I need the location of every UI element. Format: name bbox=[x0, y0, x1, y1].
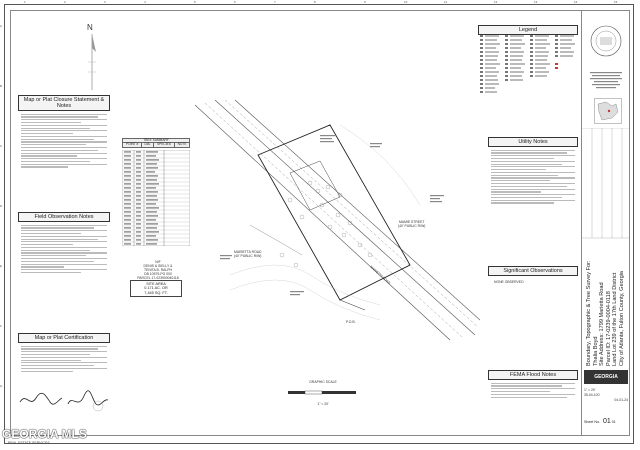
legend-symbols bbox=[478, 34, 578, 96]
owner-block: N/F DENIS & SIELLY & TENITA B. RALPH DB … bbox=[137, 260, 179, 280]
project-title: Boundary, Topographic & Tree Survey For: bbox=[586, 260, 592, 366]
title-block bbox=[582, 10, 630, 436]
significant-observations-title: Significant Observations bbox=[488, 266, 578, 276]
fema-notes-title: FEMA Flood Notes bbox=[488, 370, 578, 380]
certification-title: Map or Plat Certification bbox=[18, 333, 110, 343]
significant-observations-item: NONE OBSERVED bbox=[494, 280, 524, 284]
pob-label: P.O.B. bbox=[346, 320, 356, 324]
tree-col-dia: DIA. bbox=[141, 142, 154, 148]
legend-title: Legend bbox=[478, 25, 578, 35]
field-notes-title: Field Observation Notes bbox=[18, 212, 110, 222]
parcel-id: Parcel ID: 17-0239-0004-0118 bbox=[605, 291, 612, 366]
tree-table-rows bbox=[121, 149, 191, 247]
title-block-meta: 1" = 20' 35-04-100 04-01-24 bbox=[584, 388, 628, 403]
drawing-sheet bbox=[4, 4, 634, 444]
utility-notes-title: Utility Notes bbox=[488, 137, 578, 147]
north-arrow-icon: N bbox=[82, 22, 102, 92]
title-block-job: 35-04-100 bbox=[584, 393, 600, 397]
sheet-label: Sheet No. bbox=[584, 420, 600, 424]
title-block-scale: 1" = 20' bbox=[584, 388, 596, 392]
sheet-of: 01 bbox=[611, 420, 616, 424]
utility-notes-panel: Utility Notes bbox=[488, 137, 578, 206]
field-notes-panel: Field Observation Notes bbox=[18, 212, 110, 276]
county: City of Atlanta, Fulton County, Georgia bbox=[618, 270, 625, 366]
significant-observations-panel: Significant Observations NONE OBSERVED bbox=[488, 266, 578, 288]
mamie-street-label: MAMIE STREET (40' PUBLIC R/W) bbox=[398, 220, 426, 228]
svg-text:N: N bbox=[87, 23, 93, 32]
client-name: Thalia Boyd bbox=[592, 336, 599, 366]
site-plan-drawing: MARIETTA ROAD bbox=[190, 95, 481, 345]
site-area-box: SITE AREA 0.171 AC. OR 7,445 SQ. FT. bbox=[130, 280, 182, 298]
site-address: Site Address: 1799 Marietta Road bbox=[599, 282, 606, 366]
tree-col-note: NOTE bbox=[174, 142, 190, 148]
site-area-acres: 0.171 AC. OR bbox=[144, 286, 168, 291]
georgia-mls-watermark-sub: REAL ESTATE SERVICES bbox=[8, 441, 50, 445]
tree-col-point: POINT # bbox=[121, 142, 143, 148]
closure-notes-panel: Map or Plat Closure Statement & Notes bbox=[18, 95, 110, 170]
closure-notes-title: Map or Plat Closure Statement & Notes bbox=[18, 95, 110, 111]
vicinity-map-icon bbox=[594, 98, 622, 124]
drawing-area bbox=[10, 10, 582, 436]
signatures bbox=[18, 388, 110, 412]
sheet-number-block: Sheet No. 01 01 bbox=[584, 418, 628, 425]
graphic-scale: GRAPHIC SCALE 1" = 20' bbox=[278, 380, 368, 406]
revision-block bbox=[582, 127, 630, 368]
legend-panel: Legend bbox=[478, 25, 578, 35]
tree-table-title: TREE SUMMARY bbox=[122, 137, 190, 144]
tree-summary-table: TREE SUMMARY POINT # DIA. SPECIES NOTE bbox=[121, 137, 190, 148]
certification-panel: Map or Plat Certification bbox=[18, 333, 110, 374]
svg-text:MARIETTA ROAD: MARIETTA ROAD bbox=[369, 265, 391, 286]
title-block-date: 04-01-24 bbox=[614, 398, 628, 402]
graphic-scale-title: GRAPHIC SCALE bbox=[309, 380, 337, 384]
land-lot: Land Lot 239 of the 17th Land District bbox=[612, 272, 619, 366]
sheet-number: 01 bbox=[602, 418, 611, 425]
tree-col-species: SPECIES bbox=[152, 142, 176, 148]
graphic-scale-text: 1" = 20' bbox=[317, 402, 329, 406]
surveyor-seal-icon bbox=[586, 22, 626, 60]
firm-info bbox=[586, 70, 626, 98]
marietta-road-label: MARIETTA ROAD (40' PUBLIC R/W) bbox=[234, 250, 262, 258]
georgia-mls-watermark: GEORGIA MLS bbox=[2, 427, 87, 441]
company-logo: GEORGIA bbox=[584, 370, 628, 384]
project-title-block: Boundary, Topographic & Tree Survey For:… bbox=[586, 126, 626, 366]
fema-notes-panel: FEMA Flood Notes bbox=[488, 370, 578, 400]
site-area-sqft: 7,445 SQ. FT. bbox=[144, 290, 168, 295]
site-area-label: SITE AREA bbox=[146, 282, 166, 286]
